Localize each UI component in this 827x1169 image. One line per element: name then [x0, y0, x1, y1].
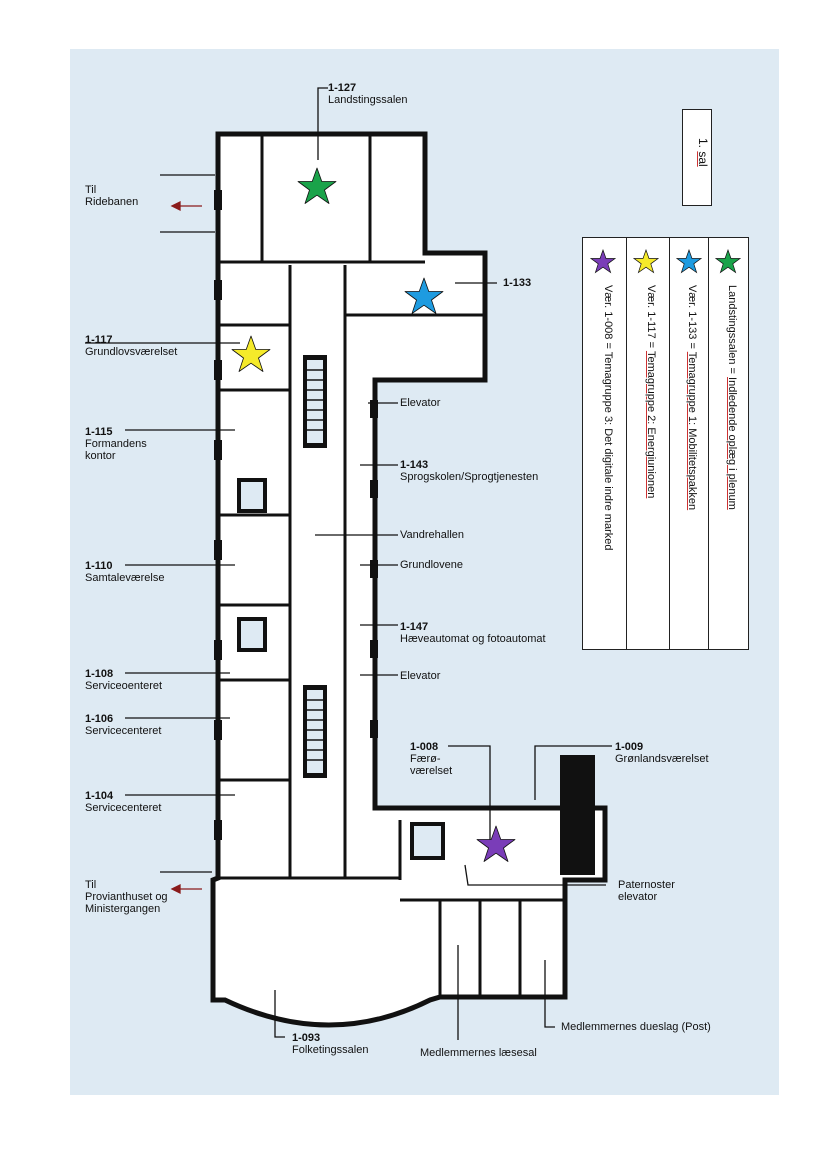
legend-blue-link[interactable]: Temagruppe 1: Mobilitetspakken — [686, 351, 698, 511]
green-star-icon — [297, 167, 337, 204]
purple-star-icon — [590, 249, 616, 274]
floor-badge: 1. sal — [682, 109, 712, 206]
legend-item-blue: Vær. 1-133 = Temagruppe 1: Mobilitetspak… — [668, 237, 709, 650]
elevator-2-label: Elevator — [400, 670, 441, 682]
yellow-star-icon — [633, 249, 659, 274]
legend-blue-prefix: Vær. 1-133 = — [686, 285, 698, 352]
yellow-star-icon — [231, 335, 271, 372]
floor-word: sal — [696, 151, 710, 167]
purple-star-icon — [476, 825, 516, 862]
legend-yellow-prefix: Vær. 1-117 = — [645, 285, 657, 351]
blue-star-icon — [404, 277, 444, 314]
grundlovene-label: Grundlovene — [400, 559, 463, 571]
room-1-133-label: 1-133 — [503, 277, 532, 289]
floor-plan-drawing — [85, 87, 612, 1040]
legend-item-purple: Vær. 1-008 = Temagruppe 3: Det digitale … — [582, 237, 627, 650]
floor-number: 1. — [696, 138, 710, 149]
laesesal-label: Medlemmernes læsesal — [420, 1047, 537, 1059]
legend-item-green: Landstingssalen = Indledende oplæg i ple… — [707, 237, 749, 650]
legend-yellow-link[interactable]: Temagruppe 2: Energiunionen — [645, 350, 657, 499]
vandrehallen-label: Vandrehallen — [400, 529, 465, 541]
legend-item-yellow: Vær. 1-117 = Temagruppe 2: Energiunionen — [625, 237, 670, 650]
legend-green-link[interactable]: Indledende oplæg i plenum — [726, 377, 738, 510]
green-star-icon — [715, 249, 741, 274]
legend-green-prefix: Landstingssalen = — [726, 285, 738, 378]
dueslag-label: Medlemmernes dueslag (Post) — [561, 1021, 711, 1033]
elevator-1-label: Elevator — [400, 397, 441, 409]
legend-purple-text: Vær. 1-008 = Temagruppe 3: Det digitale … — [602, 285, 614, 551]
blue-star-icon — [676, 249, 702, 274]
